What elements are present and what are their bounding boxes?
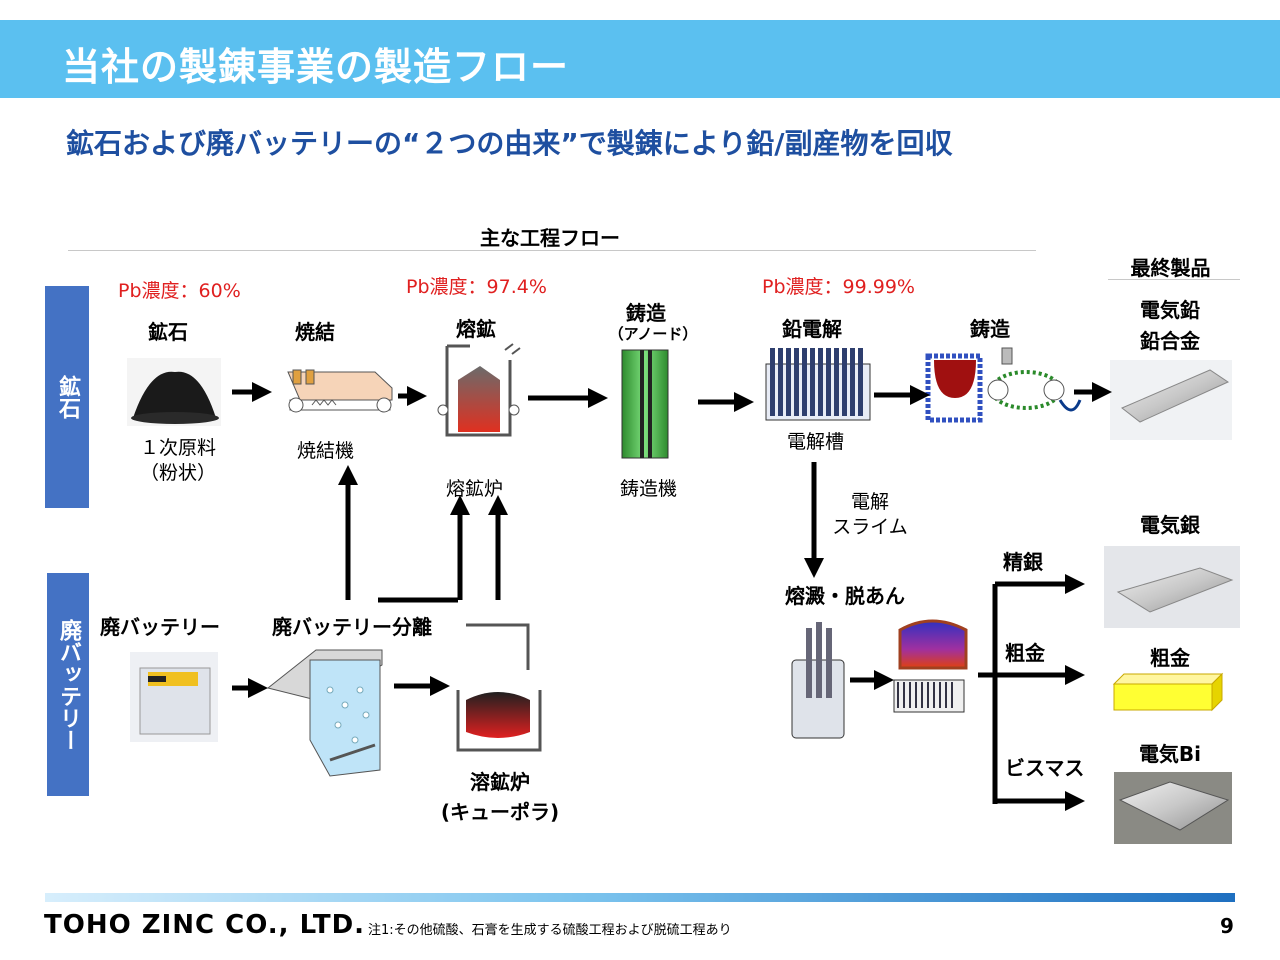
lead-ingot-photo	[1110, 360, 1232, 440]
row-label-ore: 鉱石	[45, 286, 89, 508]
final-products-divider	[1108, 279, 1240, 280]
smelt-furnace-label: 熔鉱炉	[446, 478, 504, 500]
footer-bar	[45, 893, 1235, 902]
ore-sub-1: １次原料	[139, 437, 216, 459]
step-cast2-label: 鋳造	[970, 317, 1010, 341]
refining-kiln-icon	[893, 619, 968, 713]
product-lead-alloy-label: 鉛合金	[1140, 329, 1200, 353]
product-lead-label: 電気鉛	[1140, 298, 1200, 322]
refining-kettle-icon	[791, 622, 845, 739]
step-ore-label: 鉱石	[148, 320, 188, 344]
product-gold-label: 粗金	[1150, 646, 1190, 670]
silver-ingot-photo	[1104, 546, 1240, 628]
main-flow-heading: 主な工程フロー	[480, 226, 620, 250]
page-number: 9	[1220, 914, 1234, 938]
footnote: 注1:その他硫酸、石膏を生成する硫酸工程および脱硫工程あり	[368, 923, 732, 938]
battery-photo	[130, 652, 218, 742]
step-battery-label: 廃バッテリー	[100, 615, 220, 639]
step-cast1-label: 鋳造	[626, 301, 666, 325]
gold-bar-icon	[1112, 672, 1224, 712]
step-separate-label: 廃バッテリー分離	[272, 615, 432, 639]
battery-separator-icon	[266, 649, 383, 777]
header-bar	[0, 20, 1280, 98]
smelting-furnace-icon	[437, 343, 521, 437]
product-silver-label: 電気銀	[1140, 513, 1200, 537]
final-casting-icon	[925, 347, 1082, 423]
pb-concentration-electro: Pb濃度：99.99%	[762, 276, 915, 298]
branch-bismuth-label: ビスマス	[1005, 756, 1085, 780]
electrolysis-tank-icon	[765, 348, 871, 421]
flow-arrows	[232, 382, 1112, 811]
final-products-heading: 最終製品	[1130, 256, 1211, 280]
flow-connectors	[378, 584, 998, 804]
main-flow-divider	[68, 250, 1036, 251]
electrolysis-tank-label: 電解槽	[787, 431, 845, 453]
sinter-machine-label: 焼結機	[297, 440, 355, 462]
cupola-furnace-icon	[456, 623, 542, 752]
pb-concentration-smelt: Pb濃度：97.4%	[406, 276, 547, 298]
product-bismuth-label: 電気Bi	[1138, 742, 1202, 766]
step-electro-label: 鉛電解	[782, 317, 842, 341]
branch-gold-label: 粗金	[1005, 641, 1045, 665]
slime-label-1: 電解	[850, 491, 889, 513]
row-label-battery: 廃バッテリー	[47, 573, 89, 796]
step-smelt-label: 熔鉱	[456, 317, 496, 341]
sinter-machine-icon	[287, 369, 393, 413]
ore-powder-photo	[127, 358, 221, 426]
ore-sub-2: （粉状）	[139, 462, 216, 484]
company-logo-text: TOHO ZINC CO., LTD.	[44, 910, 366, 940]
casting-machine-label: 鋳造機	[620, 478, 678, 500]
slime-label-2: スライム	[832, 516, 908, 538]
cupola-label-1: 溶鉱炉	[470, 770, 530, 794]
branch-silver-label: 精銀	[1003, 550, 1043, 574]
pb-concentration-ore: Pb濃度：60%	[118, 280, 241, 302]
page-title: 当社の製錬事業の製造フロー	[62, 45, 570, 89]
bismuth-ingot-photo	[1114, 772, 1232, 844]
page-subtitle: 鉱石および廃バッテリーの“２つの由来”で製錬により鉛/副産物を回収	[66, 127, 953, 160]
anode-casting-icon	[621, 349, 669, 459]
step-cast1-paren: （アノード）	[608, 325, 698, 343]
cupola-label-2: (キューポラ)	[440, 800, 560, 824]
step-sinter-label: 焼結	[295, 320, 335, 344]
step-refine-label: 熔澱・脱あん	[785, 584, 905, 608]
